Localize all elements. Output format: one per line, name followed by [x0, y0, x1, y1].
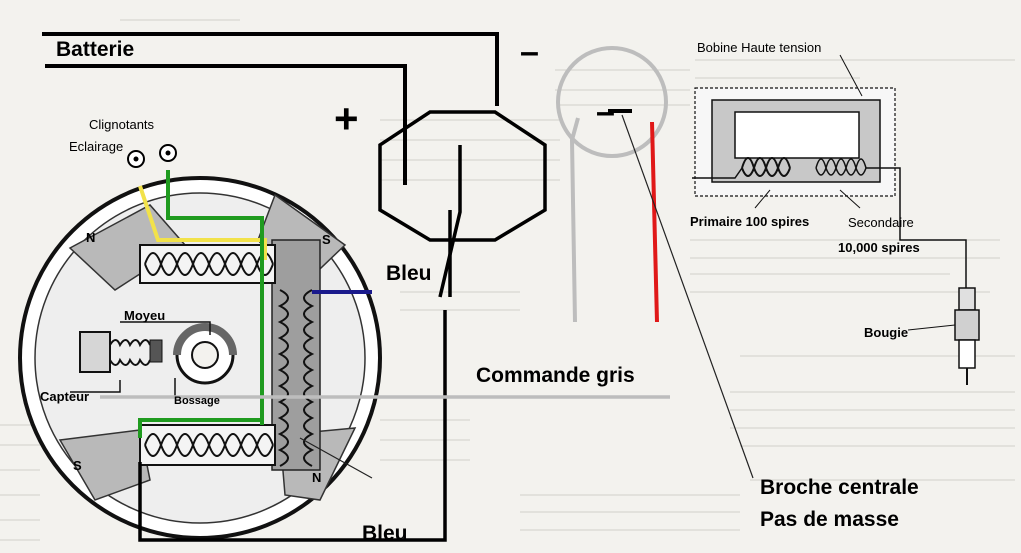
label-commande-gris: Commande gris [476, 364, 635, 387]
label-eclairage: Eclairage [69, 139, 123, 154]
wire-eclairage [138, 185, 267, 260]
label-broche-centrale: Broche centrale [760, 476, 919, 499]
label-plus: + [334, 95, 359, 142]
wire-batterie [42, 32, 499, 185]
label-pole-s-top: S [322, 232, 331, 247]
pole-piece-bottom-left [58, 429, 151, 501]
stator-core [271, 239, 321, 471]
ht-coil-window [734, 111, 860, 159]
wire-gris-vertical [569, 117, 580, 323]
wire-clignotants [166, 170, 264, 425]
label-moyeu: Moyeu [124, 308, 165, 323]
secondary-winding [815, 158, 867, 176]
terminals [127, 144, 177, 168]
wire-bleu [138, 145, 462, 542]
wire-clignotants-return [138, 418, 262, 438]
ht-coil-diagram [692, 54, 967, 290]
leader-lines [70, 321, 211, 398]
broche-leader [621, 114, 754, 479]
label-pas-de-masse: Pas de masse [760, 508, 899, 531]
wire-red [650, 121, 659, 323]
label-pole-n-top: N [86, 230, 95, 245]
label-pole-s-bottom: S [73, 458, 82, 473]
label-clignotants: Clignotants [89, 117, 155, 132]
coil-upper [139, 244, 276, 284]
label-bossage: Bossage [174, 395, 220, 407]
label-secondaire-spires: 10,000 spires [838, 240, 920, 255]
label-minus-circle: – [596, 93, 615, 131]
connector-circle [556, 46, 668, 158]
capteur-body [79, 331, 111, 373]
pickup-sensor [79, 331, 163, 373]
regulator-hexagon [378, 110, 547, 242]
spark-plug-icon [907, 287, 980, 385]
primary-winding [741, 157, 791, 177]
bleu-leader [299, 437, 373, 479]
coil-lower [139, 424, 276, 466]
label-primaire: Primaire 100 spires [690, 214, 809, 229]
label-minus-top: – [520, 33, 539, 71]
background-scan-text [0, 19, 1015, 541]
label-secondaire: Secondaire [848, 215, 914, 230]
hub-moyeu [173, 323, 237, 385]
label-bleu-bottom: Bleu [362, 522, 408, 545]
coil-vertical [277, 289, 315, 467]
label-bougie: Bougie [864, 325, 908, 340]
label-pole-n-bottom: N [312, 470, 321, 485]
label-capteur: Capteur [40, 389, 89, 404]
label-bleu-top: Bleu [386, 262, 432, 285]
label-bobine-ht: Bobine Haute tension [697, 40, 821, 55]
label-batterie: Batterie [56, 38, 134, 61]
